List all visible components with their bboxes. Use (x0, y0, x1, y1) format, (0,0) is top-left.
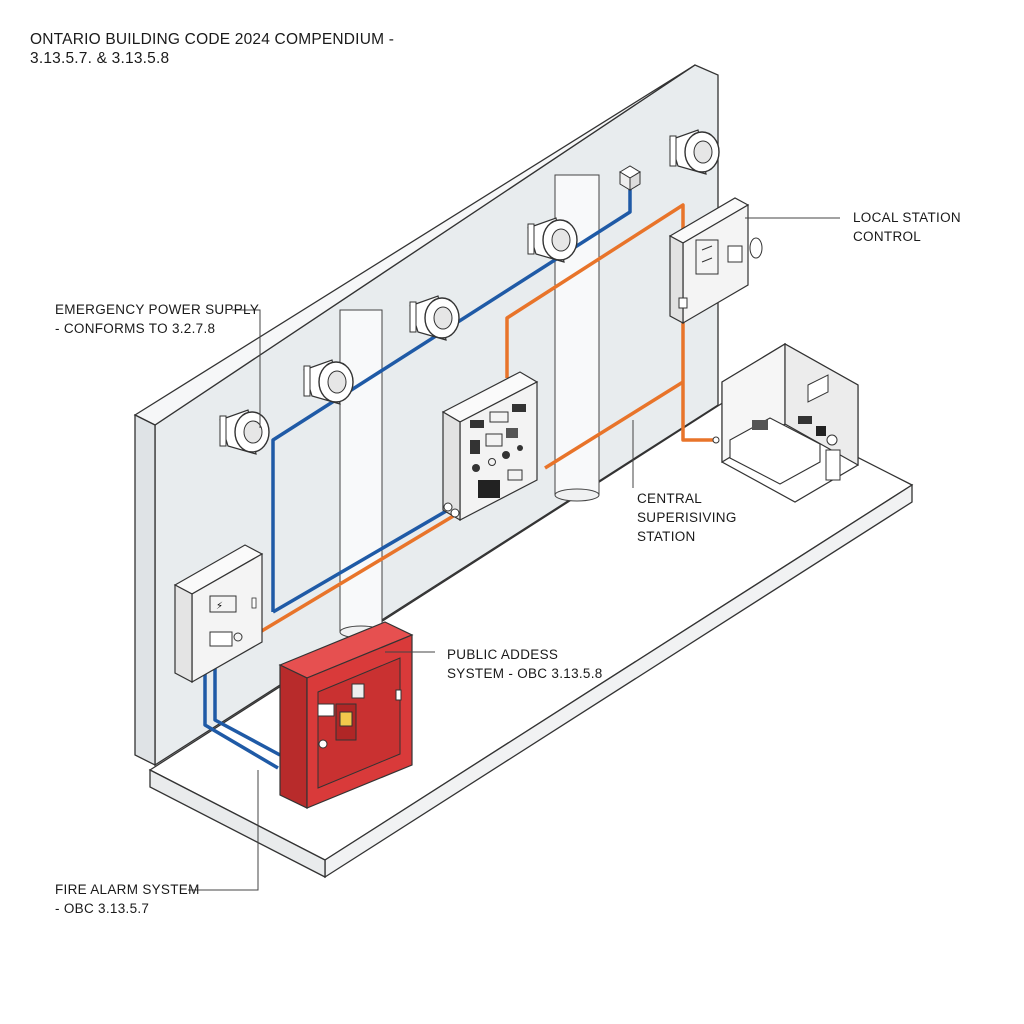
leader-lines (188, 217, 840, 891)
emergency-power-panel: ⚡ (173, 544, 264, 684)
speaker-icon (303, 359, 354, 405)
label-central-supervising-station: CENTRAL SUPERISIVING STATION (637, 491, 737, 544)
title-line-2: 3.13.5.7. & 3.13.5.8 (30, 50, 170, 67)
page-title: ONTARIO BUILDING CODE 2024 COMPENDIUM - … (30, 30, 394, 68)
central-supervising-panel (441, 371, 539, 522)
junction-box (619, 165, 641, 191)
label-emergency-power-supply: EMERGENCY POWER SUPPLY - CONFORMS TO 3.2… (55, 302, 260, 336)
local-station-panel (668, 197, 763, 325)
control-room-booth (712, 342, 859, 503)
orange-wiring (259, 203, 718, 634)
speaker-icon (669, 129, 720, 175)
fire-alarm-panel (278, 621, 414, 809)
speaker-icon (409, 295, 460, 341)
label-local-station-control: LOCAL STATION CONTROL (853, 210, 961, 244)
label-public-address-system: PUBLIC ADDESS SYSTEM - OBC 3.13.5.8 (447, 647, 603, 681)
speaker-icon (527, 217, 578, 263)
column-left (339, 309, 383, 639)
svg-text:⚡: ⚡ (216, 601, 223, 612)
title-line-1: ONTARIO BUILDING CODE 2024 COMPENDIUM - (30, 31, 395, 48)
label-fire-alarm-system: FIRE ALARM SYSTEM - OBC 3.13.5.7 (55, 882, 200, 916)
